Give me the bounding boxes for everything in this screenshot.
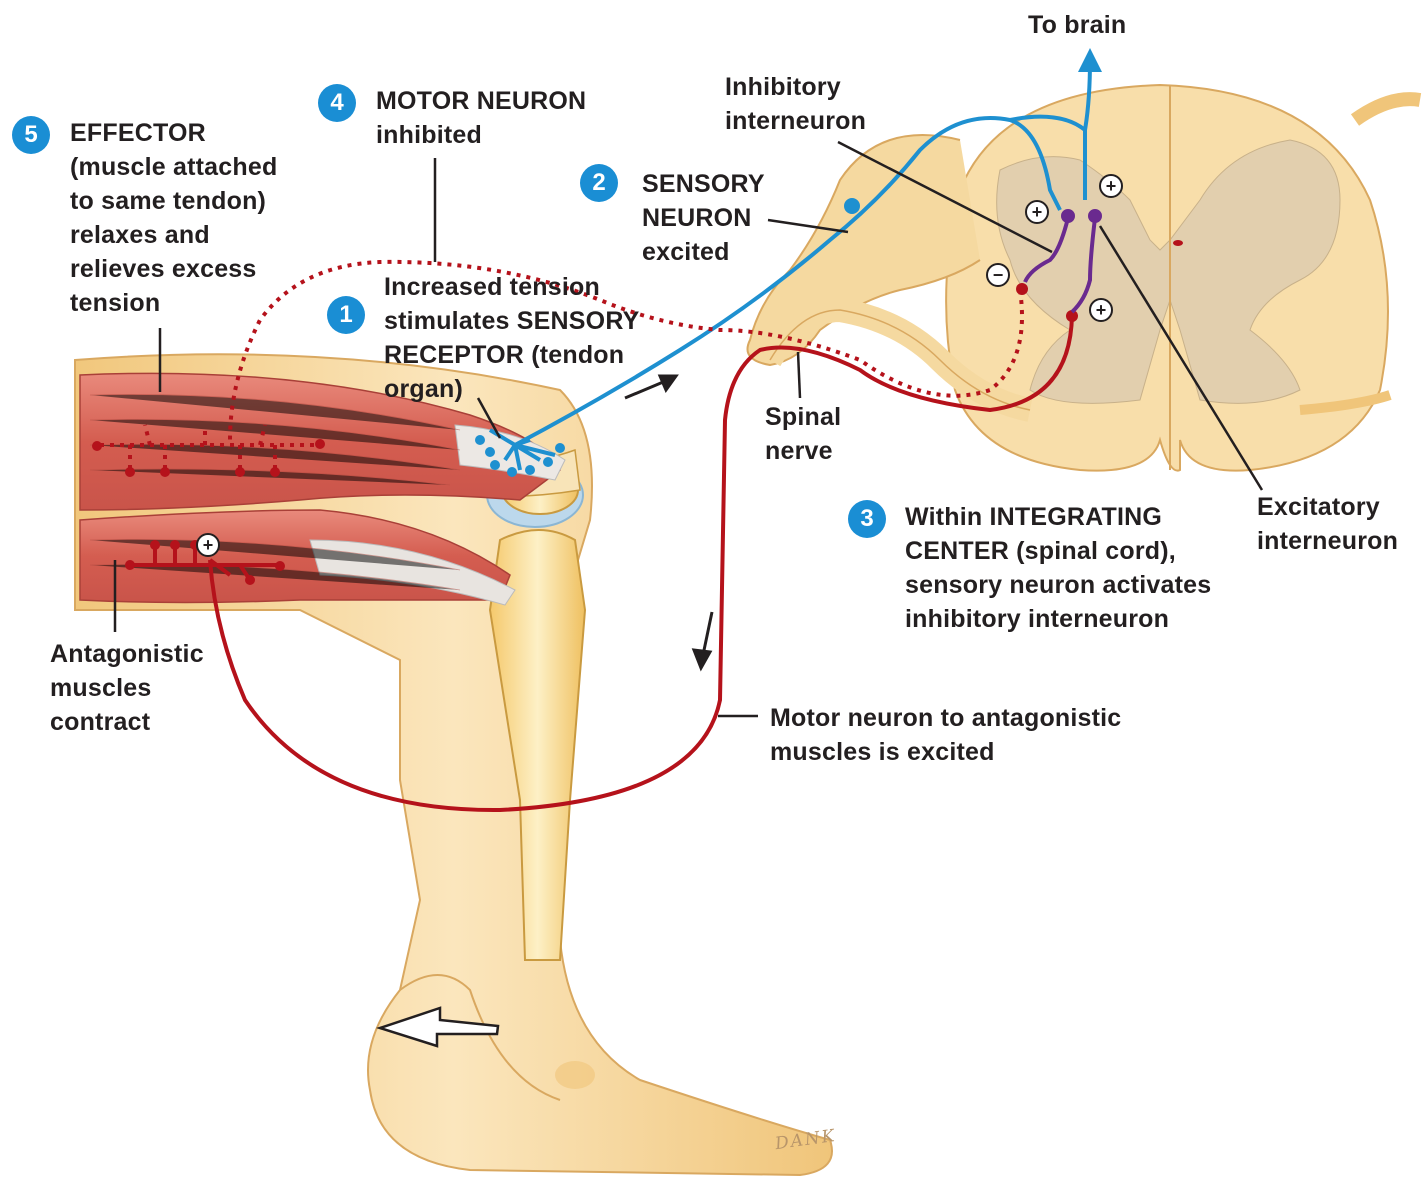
plus-sign-3: + bbox=[1089, 298, 1113, 322]
plus-sign-2: + bbox=[1099, 174, 1123, 198]
inhibited-motor-neuron bbox=[100, 259, 1024, 470]
motor-neuron-antagonistic-label: Motor neuron to antagonistic muscles is … bbox=[770, 704, 1122, 766]
inhibited-motor-endings bbox=[92, 283, 1028, 477]
svg-text:+: + bbox=[1106, 176, 1117, 196]
sensory-neuron bbox=[488, 48, 1102, 471]
step-2-text: SENSORY NEURON excited bbox=[642, 170, 765, 266]
interneurons bbox=[1023, 209, 1102, 314]
step-3-badge: 3 bbox=[848, 500, 886, 538]
svg-text:+: + bbox=[203, 535, 214, 555]
excited-motor-neuron bbox=[130, 315, 1074, 813]
step-2-badge: 2 bbox=[580, 164, 618, 202]
step-1-badge: 1 bbox=[327, 296, 365, 334]
plus-sign-1: + bbox=[1025, 200, 1049, 224]
step-5-text: EFFECTOR (muscle attached to same tendon… bbox=[70, 119, 278, 317]
step-4-text: MOTOR NEURON inhibited bbox=[376, 87, 587, 149]
sensory-receptor-branches bbox=[475, 435, 565, 477]
svg-text:+: + bbox=[1032, 202, 1043, 222]
direction-arrows bbox=[375, 374, 714, 1048]
svg-text:+: + bbox=[1096, 300, 1107, 320]
minus-sign: − bbox=[986, 263, 1010, 287]
excited-motor-endings bbox=[125, 310, 1078, 585]
spinal-nerve-label: Spinal nerve bbox=[765, 403, 842, 465]
to-brain-label: To brain bbox=[1028, 11, 1127, 39]
motor-direction-arrow bbox=[691, 611, 714, 672]
synapse-signs: + + + − + bbox=[196, 174, 1123, 557]
plus-sign-leg: + bbox=[196, 533, 220, 557]
step-4-badge: 4 bbox=[318, 84, 356, 122]
spinal-nerve-roots bbox=[746, 134, 1033, 422]
inhibitory-interneuron-label: Inhibitory interneuron bbox=[725, 73, 867, 135]
step-1-text: Increased tension stimulates SENSORY REC… bbox=[384, 273, 640, 403]
leg-movement-arrow bbox=[375, 1006, 500, 1048]
sensory-direction-arrow bbox=[624, 374, 679, 400]
leader-lines bbox=[113, 140, 1264, 718]
step-3-text: Within INTEGRATING CENTER (spinal cord),… bbox=[905, 503, 1212, 633]
svg-text:−: − bbox=[993, 265, 1004, 285]
antagonistic-muscles-label: Antagonistic muscles contract bbox=[50, 640, 204, 736]
step-5-badge: 5 bbox=[12, 116, 50, 154]
excitatory-interneuron-label: Excitatory interneuron bbox=[1257, 493, 1399, 555]
